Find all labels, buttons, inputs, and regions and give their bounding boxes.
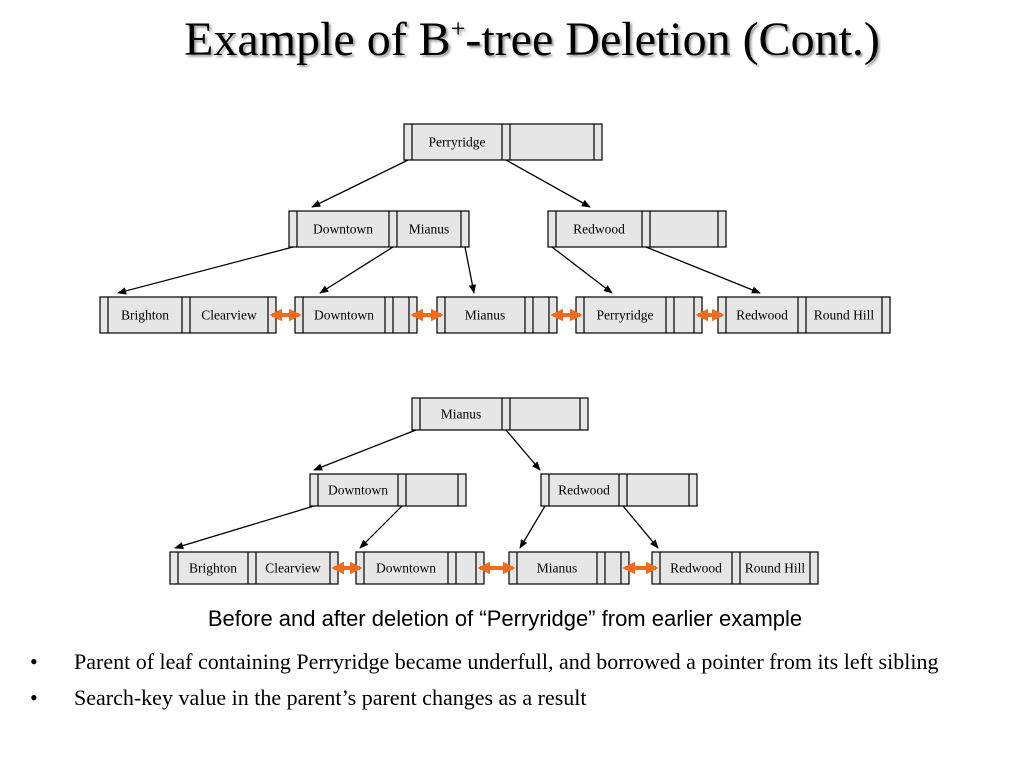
node-box: [294, 296, 418, 334]
title-main: Example of B: [184, 13, 451, 66]
node-box: [309, 473, 467, 507]
node-box: [651, 551, 819, 585]
search-key-label: Clearview: [265, 561, 321, 576]
title-superscript: +: [450, 14, 466, 43]
child-pointer-arrow: [319, 246, 394, 294]
search-key-label: Perryridge: [429, 135, 486, 150]
search-key-label: Clearview: [201, 308, 257, 323]
bullet-marker: •: [30, 685, 38, 710]
search-key-label: Redwood: [670, 561, 722, 576]
internal-node: Downtown Mianus: [288, 210, 470, 248]
node-box: [411, 397, 589, 431]
search-key-label: Redwood: [736, 308, 788, 323]
root-node: Mianus: [411, 397, 589, 431]
search-key-label: Brighton: [121, 308, 169, 323]
search-key-label: Downtown: [313, 222, 373, 237]
node-box: [575, 296, 703, 334]
search-key-label: Mianus: [465, 308, 506, 323]
search-key-label: Downtown: [376, 561, 436, 576]
search-key-label: Downtown: [314, 308, 374, 323]
search-key-label: Redwood: [573, 222, 625, 237]
search-key-label: Brighton: [189, 561, 237, 576]
node-box: [169, 551, 339, 585]
leaf-node: Mianus: [436, 296, 558, 334]
child-pointer-arrow: [519, 505, 546, 549]
bullet-item: • Search-key value in the parent’s parent…: [30, 684, 1000, 712]
leaf-node: Redwood Round Hill: [717, 296, 891, 334]
bullet-item: • Parent of leaf containing Perryridge be…: [30, 648, 1000, 676]
child-pointer-arrow: [313, 429, 417, 471]
internal-node: Redwood: [547, 210, 727, 248]
child-pointer-arrow: [464, 246, 476, 294]
child-pointer-arrow: [311, 159, 409, 208]
node-box: [403, 123, 603, 161]
leaf-node: Brighton Clearview: [99, 296, 277, 334]
child-pointer-arrow: [622, 505, 659, 549]
child-pointer-arrow: [505, 429, 541, 471]
bullet-text: Parent of leaf containing Perryridge bec…: [74, 649, 939, 674]
root-node: Perryridge: [403, 123, 603, 161]
bullet-marker: •: [30, 649, 38, 674]
figure-caption: Before and after deletion of “Perryridge…: [207, 606, 803, 631]
search-key-label: Redwood: [558, 483, 610, 498]
node-box: [99, 296, 277, 334]
leaf-node: Perryridge: [575, 296, 703, 334]
leaf-node: Brighton Clearview: [169, 551, 339, 585]
leaf-node: Mianus: [508, 551, 630, 585]
search-key-label: Downtown: [328, 483, 388, 498]
search-key-label: Round Hill: [745, 561, 806, 576]
child-pointer-arrow: [645, 246, 761, 294]
search-key-label: Perryridge: [597, 308, 654, 323]
title-rest: -tree Deletion (Cont.): [465, 13, 880, 66]
search-key-label: Mianus: [441, 407, 482, 422]
bullet-text: Search-key value in the parent’s parent …: [74, 685, 587, 710]
search-key-label: Mianus: [409, 222, 450, 237]
search-key-label: Mianus: [537, 561, 578, 576]
node-box: [288, 210, 470, 248]
child-pointer-arrow: [551, 246, 613, 294]
leaf-node: Downtown: [294, 296, 418, 334]
node-box: [436, 296, 558, 334]
bullet-list: • Parent of leaf containing Perryridge be…: [30, 648, 1000, 720]
internal-node: Downtown: [309, 473, 467, 507]
child-pointer-arrow: [117, 246, 294, 295]
child-pointer-arrow: [505, 159, 591, 208]
child-pointer-arrow: [174, 505, 315, 550]
node-box: [547, 210, 727, 248]
node-box: [717, 296, 891, 334]
search-key-label: Round Hill: [814, 308, 875, 323]
slide-title: Example of B+-tree Deletion (Cont.): [0, 12, 1024, 67]
leaf-node: Redwood Round Hill: [651, 551, 819, 585]
child-pointer-arrow: [359, 505, 403, 549]
internal-node: Redwood: [540, 473, 698, 507]
leaf-node: Downtown: [355, 551, 485, 585]
